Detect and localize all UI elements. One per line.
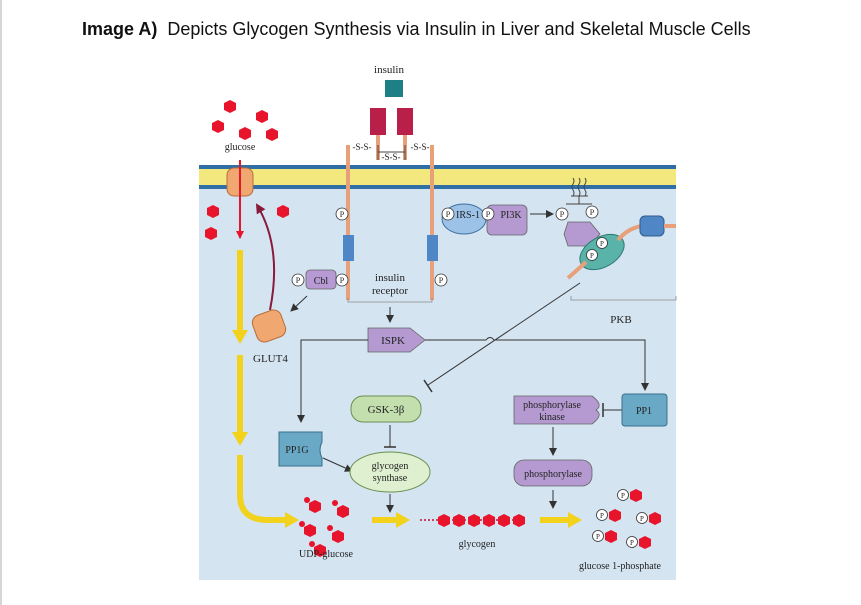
glycogen-synthase-label-line1: glycogen [372, 461, 409, 472]
svg-text:P: P [439, 276, 444, 285]
udp-glucose-label: UDP-glucose [299, 549, 353, 560]
gsk3b-protein [350, 395, 422, 423]
pkb-bracket [570, 296, 677, 301]
pp1-label: PP1 [636, 406, 652, 417]
insulin-label: insulin [374, 64, 404, 76]
page-left-rule [0, 0, 2, 605]
pp1g-to-synthase-arrow [322, 457, 353, 472]
svg-text:P: P [590, 208, 595, 217]
ispk-protein [367, 327, 426, 353]
insulin-receptor-bracket [347, 298, 433, 303]
receptor-kinase-right [427, 235, 438, 261]
cbl-phospho-right: P [335, 273, 349, 287]
cbl-phospho-left: P [291, 273, 305, 287]
glut4-translocation-arrow [255, 203, 276, 311]
receptor-phospho-bottom-right: P [434, 273, 448, 287]
glut4-vesicle [251, 309, 287, 343]
ispk-to-pp1g-arrow [297, 339, 368, 423]
pkb-inhibits-gsk3b [427, 282, 581, 386]
pip3-lipid [566, 177, 592, 205]
glut4-label: GLUT4 [253, 353, 288, 365]
figure-title-text: Depicts Glycogen Synthesis via Insulin i… [167, 19, 751, 39]
receptor-kinase-left [343, 235, 354, 261]
svg-text:P: P [446, 210, 451, 219]
ss-bond-middle: -S-S- [381, 152, 400, 162]
insulin-receptor-label-line1: insulin [375, 272, 405, 284]
receptor-phospho-top-left: P [335, 207, 349, 221]
pkb-link-left [566, 260, 588, 280]
svg-text:P: P [340, 210, 345, 219]
glucose-intracellular [205, 205, 289, 240]
glycogen-synthase-label-line2: synthase [373, 473, 408, 484]
pkb-phospho-1: P [596, 237, 608, 249]
figure-title-prefix: Image A) [82, 19, 158, 39]
irs1-phospho: P [441, 207, 455, 221]
gsk3b-label: GSK-3β [368, 404, 405, 416]
pi3k-label: PI3K [500, 210, 522, 221]
svg-text:P: P [486, 210, 491, 219]
glucose-1-phosphate-label: glucose 1-phosphate [579, 561, 661, 572]
pp1g-label: PP1G [285, 445, 308, 456]
glucose-extracellular [212, 100, 278, 141]
extracellular-region [199, 62, 676, 170]
receptor-alpha-right [397, 108, 413, 135]
figure-title: Image A) Depicts Glycogen Synthesis via … [82, 19, 751, 40]
svg-text:P: P [340, 276, 345, 285]
svg-text:P: P [600, 512, 604, 520]
svg-text:P: P [640, 515, 644, 523]
pi3k-phospho: P [481, 207, 495, 221]
synthesis-yellow-arrow [372, 512, 410, 528]
svg-text:P: P [630, 539, 634, 547]
pp1g-protein [278, 431, 323, 467]
svg-text:P: P [590, 252, 594, 260]
yellow-pathway-arrows [232, 250, 299, 528]
phosphorylase-kinase-protein [513, 395, 600, 425]
cell-membrane [199, 165, 676, 189]
glycogen-chain [420, 514, 525, 527]
phosphorylase-kinase-label-line2: kinase [539, 412, 565, 423]
phosphorylase-label: phosphorylase [524, 469, 582, 480]
insulin-receptor-label-line2: receptor [372, 285, 408, 297]
pip3-phospho-1: P [555, 207, 569, 221]
insulin-molecule [385, 80, 403, 97]
ss-bond-right: -S-S- [410, 142, 429, 152]
receptor-alpha-left [370, 108, 386, 135]
svg-text:P: P [600, 240, 604, 248]
cbl-label: Cbl [314, 276, 329, 287]
pip3-phospho-2: P [585, 205, 599, 219]
breakdown-yellow-arrow [540, 512, 582, 528]
glucose-label: glucose [225, 142, 256, 153]
pp1-protein [621, 393, 668, 427]
glucose-1-phosphate-molecules: P P P P P [592, 489, 661, 549]
glycogen-synthase-protein [349, 451, 431, 493]
ss-bond-left: -S-S- [352, 142, 371, 152]
phosphorylase-kinase-label-line1: phosphorylase [523, 400, 581, 411]
udp-glucose-molecules [299, 497, 349, 557]
ispk-to-pp1-arrow [425, 337, 649, 391]
irs1-label: IRS-1 [456, 210, 480, 221]
pkb-phospho-2: P [586, 249, 598, 261]
cbl-to-glut4-arrow [290, 295, 308, 312]
pkb-inhibition-bar [423, 379, 433, 393]
phosphorylase-protein [513, 459, 593, 487]
glycogen-label: glycogen [459, 539, 496, 550]
svg-text:P: P [296, 276, 301, 285]
pkb-label: PKB [610, 314, 631, 326]
svg-text:P: P [621, 492, 625, 500]
svg-text:P: P [560, 210, 565, 219]
ispk-label: ISPK [381, 335, 405, 347]
svg-text:P: P [596, 533, 600, 541]
pkb-target-protein [639, 215, 665, 237]
